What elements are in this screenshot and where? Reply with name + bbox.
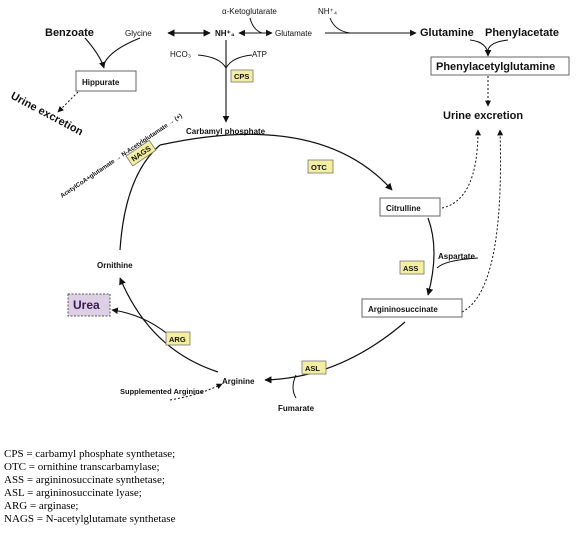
phenylacetylglutamine-arrow [469,39,492,57]
carbamyl-phosphate-label: Carbamyl phosphate [186,127,266,136]
glycine-hippurate-curve [103,37,141,65]
phenylacetylglutamine-box [430,56,570,76]
urea-cycle-diagram: Benzoate Glycine NH⁺₄ α-Ketoglutarate NH… [9,7,570,413]
hippurate-label: Hippurate [82,78,120,87]
citrulline-box [379,197,441,217]
legend-line: CPS = carbamyl phosphate synthetase; [4,448,176,460]
nh4-top-label: NH⁺₄ [215,29,235,38]
legend-line: ASS = argininosuccinate synthetase; [4,474,165,487]
benzoate-label: Benzoate [45,27,94,39]
hippurate-box [75,70,137,92]
arg-badge [165,331,191,346]
nh4-right-curve [329,17,351,34]
atp-curve [225,54,253,69]
fumarate-curve [292,374,297,399]
ornithine-label: Ornithine [97,261,133,270]
hco3-label: HCO₃ [170,50,191,59]
urea-box [67,293,111,317]
supplemented-arginine-label: Supplemented Arginine [120,387,204,396]
hco3-curve [197,54,227,69]
legend-line: OTC = ornithine transcarbamylase; [4,461,160,474]
phenylacetylglutamine-label: Phenylacetylglutamine [436,61,555,73]
cycle-arc-ass [426,217,435,296]
cycle-arc-asl [264,321,406,384]
hippurate-urine-arrow [57,91,79,113]
citrulline-urine-arrow [441,129,481,209]
cps-badge [230,69,254,83]
ketoglutarate-curve [249,17,263,34]
aspartate-label: Aspartate [438,252,475,261]
nags-badge [125,139,157,167]
asl-label: ASL [305,364,320,373]
abbreviation-legend: CPS = carbamyl phosphate synthetase; OTC… [4,448,584,527]
cycle-arc-otc [159,133,393,191]
urea-label: Urea [73,298,100,312]
ass-label: ASS [403,264,418,273]
argininosuccinate-urine-arrow [461,129,504,313]
legend-line: NAGS = N-acetylglutamate synthetase [4,513,176,526]
ketoglutarate-label: α-Ketoglutarate [222,7,277,16]
otc-label: OTC [311,163,327,172]
fumarate-label: Fumarate [278,404,315,413]
argininosuccinate-label: Argininosuccinate [368,305,438,314]
arginine-label: Arginine [222,377,255,386]
argininosuccinate-box [361,298,463,318]
ass-badge [399,260,425,275]
glutamine-label: Glutamine [420,27,474,39]
atp-label: ATP [252,50,267,59]
phenylacetate-curve [487,39,509,51]
phenylacetate-label: Phenylacetate [485,27,559,39]
legend-line: ASL = argininosuccinate lyase; [4,487,142,500]
benzoate-hippurate-arrow [84,37,106,69]
aspartate-curve [436,257,479,269]
urine-excretion-right-label: Urine excretion [443,110,523,122]
legend-line: ARG = arginase; [4,500,79,513]
urine-excretion-left-label: Urine excretion [9,90,86,138]
supplemented-arginine-line: Supplemented Arginine [120,387,204,396]
glutamate-label: Glutamate [275,29,312,38]
otc-badge [307,159,334,174]
asl-badge [301,360,327,375]
nh4-right-label: NH⁺₄ [318,7,337,16]
cps-label: CPS [234,72,249,81]
supplemented-arginine-arrow [169,383,223,401]
citrulline-label: Citrulline [386,204,421,213]
glycine-label: Glycine [125,29,152,38]
arg-label: ARG [169,335,186,344]
cycle-arc-arg [119,277,219,373]
